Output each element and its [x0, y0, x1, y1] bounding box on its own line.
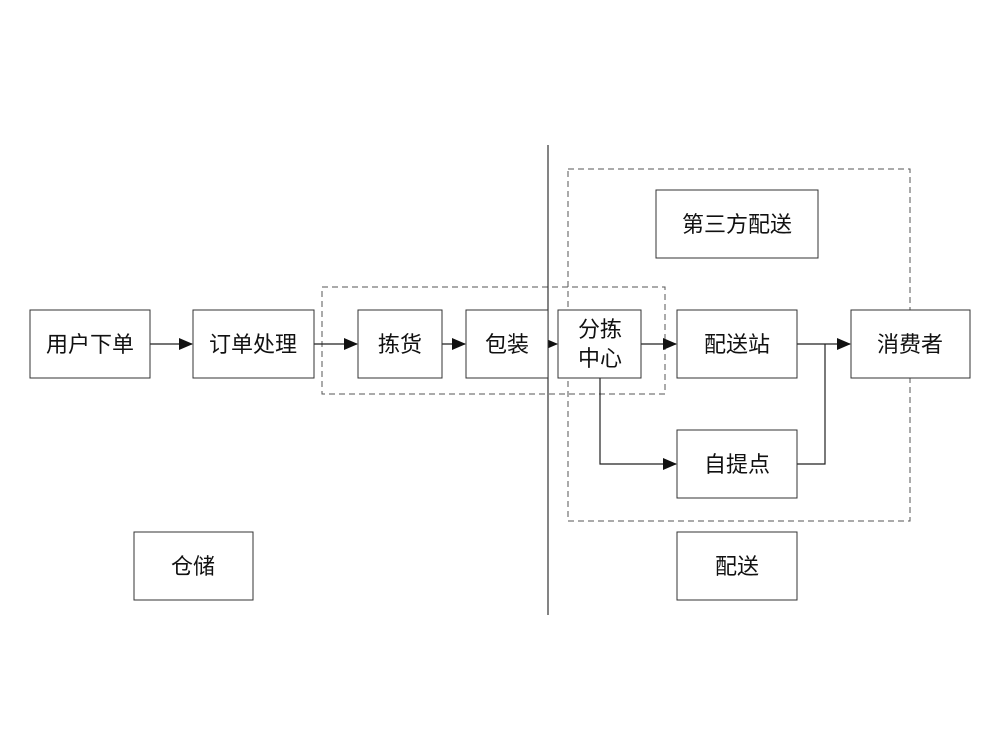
node-delivery-station: 配送站	[676, 309, 798, 379]
node-pickup-point-label: 自提点	[704, 453, 770, 478]
node-order-processing: 订单处理	[192, 309, 315, 379]
node-consumer: 消费者	[850, 309, 971, 379]
node-warehouse-label: 仓储	[133, 531, 254, 601]
node-picking: 拣货	[357, 309, 443, 379]
node-sorting-center-label-line2: 中心	[578, 347, 622, 372]
warehouse-process-group	[321, 286, 666, 395]
delivery-section-label: 配送	[715, 555, 759, 580]
node-delivery-label: 配送	[676, 531, 798, 601]
node-third-party-delivery: 第三方配送	[655, 189, 819, 259]
line-pickup-to-consumer	[797, 344, 826, 465]
node-packing-label: 包装	[485, 333, 529, 358]
arrow-sorting-to-pickup	[599, 378, 677, 470]
node-order-processing-label: 订单处理	[209, 333, 297, 358]
node-delivery-station-label: 配送站	[704, 333, 770, 358]
node-pickup-point: 自提点	[676, 429, 798, 499]
node-consumer-label: 消费者	[877, 333, 943, 358]
node-packing: 包装	[465, 309, 549, 379]
node-user-order-label: 用户下单	[46, 333, 134, 358]
node-user-order: 用户下单	[29, 309, 151, 379]
warehouse-section-label: 仓储	[171, 555, 215, 580]
node-third-party-delivery-label: 第三方配送	[682, 213, 792, 238]
node-picking-label: 拣货	[378, 333, 422, 358]
node-sorting-center: 分拣 中心	[557, 309, 642, 379]
node-sorting-center-label-line1: 分拣	[578, 318, 622, 343]
